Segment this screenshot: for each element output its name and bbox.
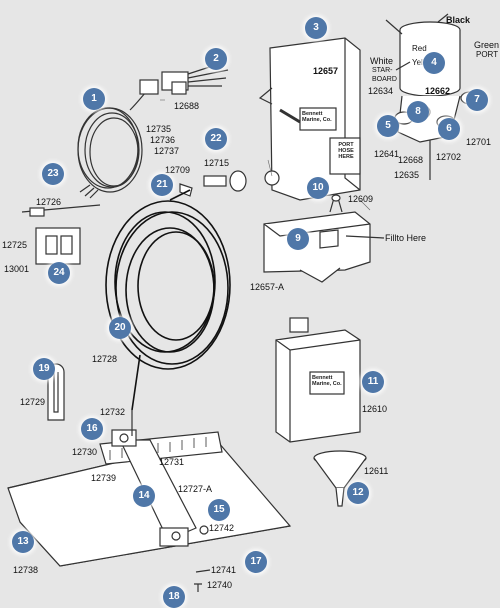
callout-badge: 20 — [109, 317, 131, 339]
part-number: 12728 — [92, 354, 118, 364]
part-number: 12725 — [2, 240, 28, 250]
callout-badge: 22 — [205, 128, 227, 150]
wire-label-black: Black — [446, 15, 471, 25]
part-number: 12742 — [209, 523, 235, 533]
callout-badge: 23 — [42, 163, 64, 185]
part-number: 12611 — [364, 466, 389, 476]
wire-label-green: Green — [474, 40, 500, 50]
part-number: 12726 — [36, 197, 62, 207]
part-number: 12727-A — [178, 484, 213, 494]
part-number: 12641 — [374, 149, 400, 159]
wire-label-red: Red — [412, 44, 427, 53]
callout-badge: 11 — [362, 371, 384, 393]
part-number: 12730 — [72, 447, 98, 457]
wire-label-port: PORT — [476, 50, 499, 59]
bottle-brand-text: Bennett Marine, Co. — [312, 375, 344, 387]
connector-plug — [139, 61, 229, 95]
part-number: 12735 — [146, 124, 172, 134]
part-number: 12715 — [204, 158, 230, 168]
port-hose-text: PORT HOSE HERE — [333, 142, 359, 160]
port-hose-line-1: PORT — [338, 142, 354, 148]
part-number: 12609 — [348, 194, 374, 204]
callout-badge: 21 — [151, 174, 173, 196]
part-number: 12701 — [466, 137, 492, 147]
part-number: 12741 — [211, 565, 237, 575]
callout-badge: 6 — [438, 118, 460, 140]
wire-label-board: BOARD — [372, 76, 397, 83]
actuator — [111, 410, 197, 547]
part-number: 12657-A — [250, 282, 285, 292]
cover-brand-text: Bennett Marine, Co. — [302, 111, 334, 123]
callout-badge: 12 — [347, 482, 369, 504]
pump-cover — [258, 37, 361, 201]
part-number: 12702 — [436, 152, 462, 162]
callout-badge: 17 — [245, 551, 267, 573]
callout-badge: 18 — [163, 586, 185, 608]
callout-badge: 16 — [81, 418, 103, 440]
part-number: 12739 — [91, 473, 117, 483]
port-hose-line-3: HERE — [338, 154, 354, 160]
callout-badge: 2 — [205, 48, 227, 70]
part-number: 12736 — [150, 135, 176, 145]
part-number: 12635 — [394, 170, 420, 180]
rocker-switch — [21, 204, 101, 265]
callout-badge: 5 — [377, 115, 399, 137]
wire-harness — [77, 87, 151, 199]
reservoir — [263, 194, 385, 283]
port-hose-line-2: HOSE — [338, 148, 354, 154]
hydraulic-hose — [105, 189, 231, 411]
part-number: 13001 — [4, 264, 30, 274]
part-number: 12662 — [425, 86, 451, 96]
fill-level-label: Fillto Here — [385, 233, 427, 243]
part-number: 12688 — [174, 101, 200, 111]
fluid-bottle — [275, 317, 361, 443]
callout-badge: 10 — [307, 177, 329, 199]
funnel — [313, 450, 367, 507]
wire-label-white: White — [370, 56, 394, 66]
brand-line-1: Bennett — [302, 111, 323, 117]
callout-badge: 15 — [208, 499, 230, 521]
bottle-brand-line-1: Bennett — [312, 375, 333, 381]
part-number: 12737 — [154, 146, 180, 156]
callout-badge: 7 — [466, 89, 488, 111]
part-number: 12732 — [100, 407, 126, 417]
part-number: 12709 — [165, 165, 191, 175]
callout-badge: 3 — [305, 17, 327, 39]
callout-badge: 13 — [12, 531, 34, 553]
hardware — [194, 525, 211, 592]
bottle-brand-line-2: Marine, Co. — [312, 381, 342, 387]
part-number: 12634 — [368, 86, 394, 96]
part-number: 12738 — [13, 565, 39, 575]
callout-badge: 1 — [83, 88, 105, 110]
part-number: 12740 — [207, 580, 233, 590]
callout-badge: 4 — [423, 52, 445, 74]
callout-badge: 24 — [48, 262, 70, 284]
callout-badge: 19 — [33, 358, 55, 380]
callout-badge: 9 — [287, 228, 309, 250]
wire-label-star: STAR- — [372, 67, 393, 74]
part-number: 12610 — [362, 404, 388, 414]
part-number: 12657 — [313, 66, 339, 76]
callout-badge: 14 — [133, 485, 155, 507]
part-number: 12731 — [159, 457, 185, 467]
callout-badge: 8 — [407, 101, 429, 123]
part-number: 12668 — [398, 155, 424, 165]
part-number: 12729 — [20, 397, 46, 407]
brand-line-2: Marine, Co. — [302, 117, 332, 123]
